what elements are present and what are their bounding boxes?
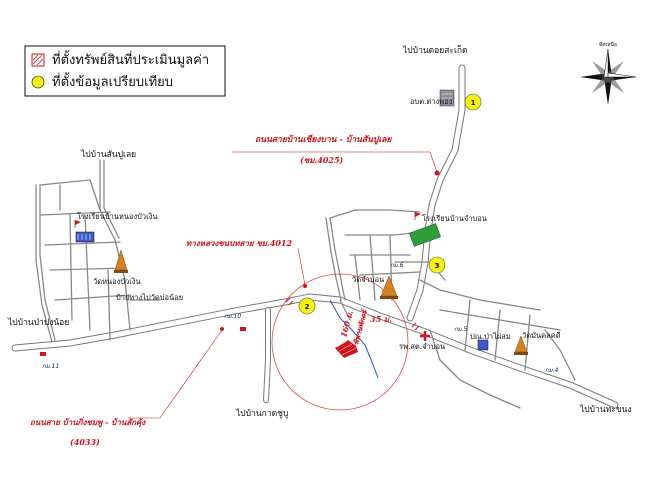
temple-cham-on-icon xyxy=(380,275,398,299)
comparable-marker-2[interactable]: 2 xyxy=(298,297,316,315)
label-school-nong-bua: โรงเรียนบ้านหนองบัวเงิน xyxy=(77,212,158,221)
temple-nong-bua-icon xyxy=(114,249,128,273)
km-11-label: กม.11 xyxy=(42,363,59,370)
distance-circle xyxy=(271,273,409,411)
label-to-doi-saket: ไปบ้านดอยสะเก็ด xyxy=(402,44,468,56)
distance-160m: 160 ม. xyxy=(338,309,355,338)
legend-item-subject: ที่ตั้งทรัพย์สินที่ประเมินมูลค่า xyxy=(52,50,209,68)
office-building-icon xyxy=(439,89,455,107)
label-temple-pa-phai: วัดมันคลคดี xyxy=(522,331,561,340)
legend-hatch xyxy=(32,54,44,66)
label-to-pong-noi: ไปบ้านป่าปงน้อย xyxy=(7,317,69,328)
label-police: อบต.ต่างพอง xyxy=(410,97,453,106)
comparable-marker-3[interactable]: 3 xyxy=(428,256,446,274)
west-village-roads xyxy=(35,159,161,343)
legend: ที่ตั้งทรัพย์สินที่ประเมินมูลค่า ที่ตั้ง… xyxy=(24,45,226,97)
road-network xyxy=(11,64,619,409)
label-to-kao-chu: ไปบ้านกาดชูบู xyxy=(235,408,288,419)
east-village-roads xyxy=(419,279,576,409)
legend-swatch-comparable xyxy=(31,75,45,89)
km-5-label: กม.5 xyxy=(454,326,467,333)
road-bottom-label: ถนนสาย บ้านกิ่งชมพู - บ้านสักคุ้ง xyxy=(30,416,146,428)
comparable-marker-1[interactable]: 1 xyxy=(464,93,482,111)
legend-item-comparable: ที่ตั้งข้อมูลเปรียบเทียบ xyxy=(52,72,173,90)
label-school-cham-on: โรงเรียนบ้านจำบอน xyxy=(422,214,487,223)
km-4-label: กม.4 xyxy=(545,367,558,374)
svg-text:3: 3 xyxy=(435,262,440,270)
road-mid-callout: ทางหลวงชนบทสาย ชม.4012 xyxy=(186,238,307,288)
label-to-san-pu-loei: ไปบ้านสันปูเลย xyxy=(80,149,136,160)
label-temple-cham-on: วัดจำบอน xyxy=(352,275,384,284)
river xyxy=(329,299,379,379)
legend-box xyxy=(24,45,226,97)
distance-35m: 35 ม. xyxy=(370,314,392,324)
road-mid-label: ทางหลวงชนบทสาย ชม.4012 xyxy=(186,238,293,248)
hospital-icon xyxy=(420,331,430,341)
label-hospital: รพ.สต.จำบอน xyxy=(399,342,445,351)
road-top-code: (ชม.4025) xyxy=(300,155,344,165)
south-road xyxy=(263,307,271,403)
km-10-label: กม.10 xyxy=(224,313,241,320)
svg-text:2: 2 xyxy=(305,303,310,311)
label-post-office: ปณ.ป่าไผ่สม xyxy=(470,332,511,341)
temple-pa-phai-icon xyxy=(514,335,528,355)
compass-rose: ทิศเหนือ xyxy=(580,41,637,105)
distance-annotations: 160 ม. 35 ม. พิพานพักตร์ xyxy=(338,307,392,345)
road-bottom-code: (4033) xyxy=(70,437,100,447)
km-6-label: กม.6 xyxy=(390,262,403,269)
legend-swatch-subject xyxy=(31,53,45,67)
school-nong-bua-icon xyxy=(74,220,95,243)
road-top-label: ถนนสายบ้านเชียงบาน - บ้านสันปูเลย xyxy=(255,134,392,145)
km-markers: กม.10 กม.11 กม.5 กม.4 กม.6 xyxy=(40,262,558,374)
school-cham-on-icon xyxy=(409,212,441,247)
compass-north-label: ทิศเหนือ xyxy=(599,41,617,48)
svg-text:1: 1 xyxy=(471,99,476,107)
subject-property-marker[interactable] xyxy=(335,340,358,358)
label-to-chiang-rai: ไปบ้านทะขนง xyxy=(579,404,632,415)
main-highway xyxy=(11,293,619,409)
label-temple-nong-bua: วัดหนองบัวเงิน xyxy=(93,277,141,286)
road-top-callout: ถนนสายบ้านเชียงบาน - บ้านสันปูเลย (ชม.40… xyxy=(232,134,440,176)
road-bottom-callout: ถนนสาย บ้านกิ่งชมพู - บ้านสักคุ้ง (4033) xyxy=(30,327,224,447)
label-bus-stop: ป้ายทางไปวัดบ่อน้อย xyxy=(116,293,183,302)
post-office-icon xyxy=(477,339,489,351)
